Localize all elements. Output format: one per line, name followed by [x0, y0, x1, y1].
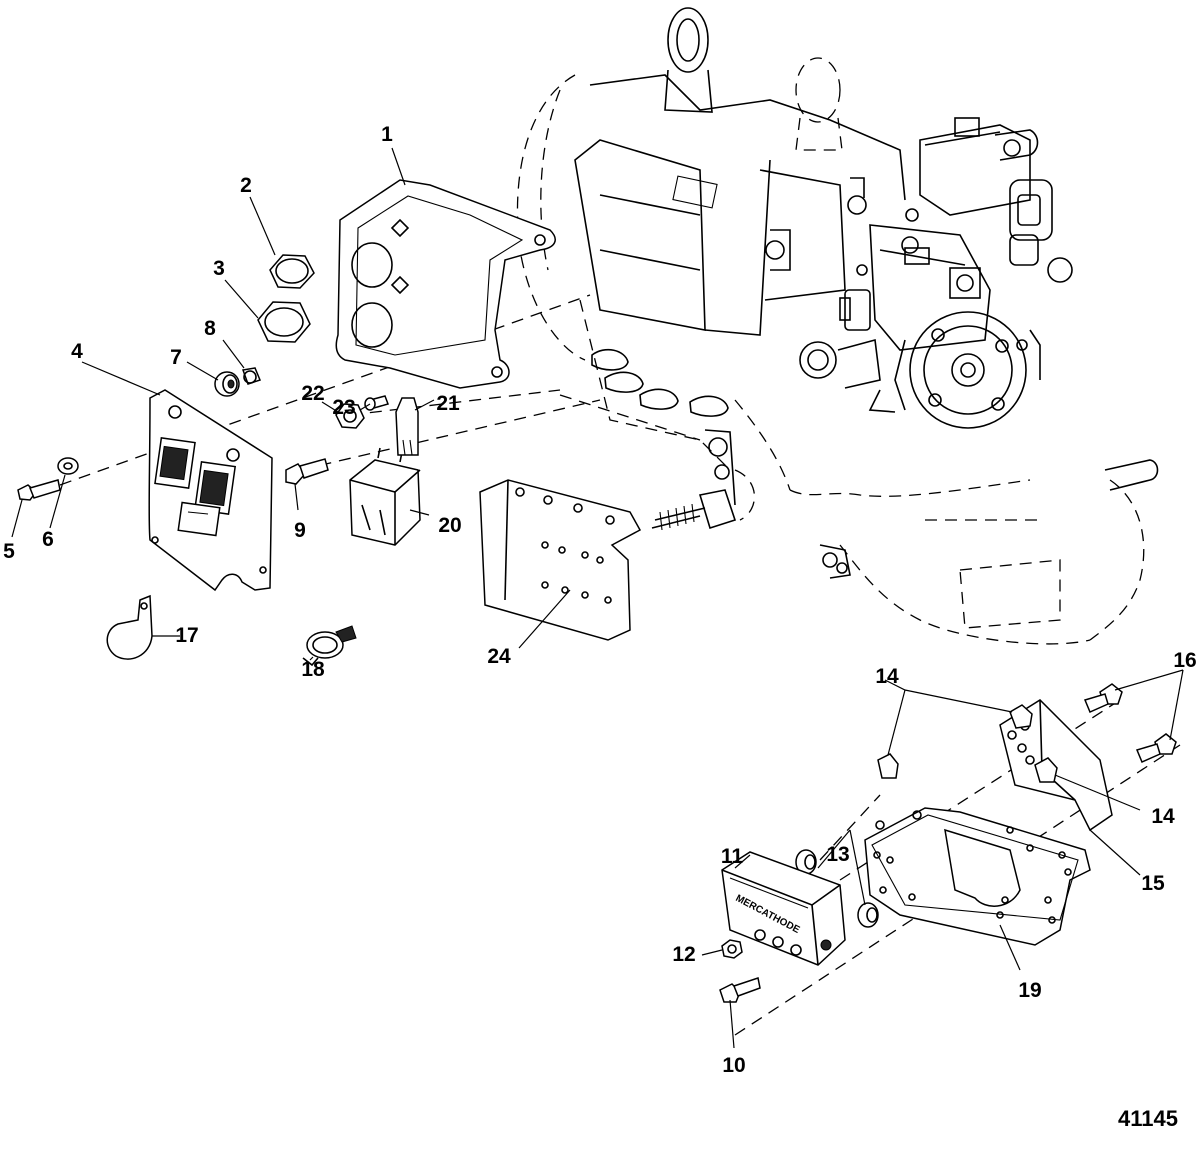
callout-24: 24 [487, 645, 511, 668]
callout-10: 10 [722, 1054, 745, 1077]
leader-lines [11, 147, 1184, 1049]
part-21-clip [395, 397, 419, 456]
callout-19: 19 [1018, 979, 1041, 1002]
part-16-bolt [1083, 683, 1177, 763]
part-1-mounting-bracket [335, 179, 556, 389]
part-10-bolt [719, 977, 761, 1003]
callout-1: 1 [381, 123, 393, 146]
callout-5: 5 [3, 540, 15, 563]
part-8-bushing [241, 367, 262, 385]
callout-18: 18 [301, 658, 325, 681]
callout-22: 22 [301, 382, 324, 405]
callout-11: 11 [721, 845, 744, 868]
callout-14-top: 14 [875, 665, 899, 688]
callout-2: 2 [240, 174, 252, 197]
callout-15: 15 [1141, 872, 1165, 895]
callout-13: 13 [826, 843, 849, 866]
drawing-number: 41145 [1118, 1106, 1178, 1131]
callout-labels: 1 2 3 4 5 6 7 8 9 10 11 12 13 14 14 15 1… [3, 123, 1197, 1077]
part-2-hex-nut [269, 254, 315, 289]
part-13-spacer [795, 849, 879, 928]
part-22-nut [335, 403, 365, 429]
part-20-relay [349, 447, 421, 546]
part-14-screw [877, 704, 1058, 783]
part-7-grommet [214, 371, 240, 397]
part-19-anode-bracket [864, 807, 1091, 946]
callout-6: 6 [42, 528, 54, 551]
callout-3: 3 [213, 257, 225, 280]
callout-9: 9 [294, 519, 306, 542]
part-4-ecm-module [148, 389, 273, 592]
part-12-nut [721, 939, 743, 959]
callout-14-right: 14 [1151, 805, 1175, 828]
part-17-cable-clamp [106, 594, 153, 660]
part-18-hose-clamp [302, 625, 357, 667]
callout-12: 12 [672, 943, 695, 966]
part-9-bolt [285, 458, 329, 485]
part-6-washer [57, 457, 79, 475]
callout-4: 4 [71, 340, 83, 363]
part-11-mercathode-module: MERCATHODE [721, 851, 846, 966]
engine-block [516, 7, 1159, 645]
part-23-screw [364, 395, 389, 411]
callout-16: 16 [1173, 649, 1196, 672]
callout-8: 8 [204, 317, 216, 340]
callout-20: 20 [438, 514, 461, 537]
part-3-hex-nut [257, 301, 311, 343]
part-5-bolt [17, 479, 61, 501]
part-24-plate-bracket [479, 479, 642, 641]
callout-23: 23 [332, 396, 355, 419]
callout-21: 21 [436, 392, 460, 415]
callout-7: 7 [170, 346, 182, 369]
callout-17: 17 [175, 624, 198, 647]
